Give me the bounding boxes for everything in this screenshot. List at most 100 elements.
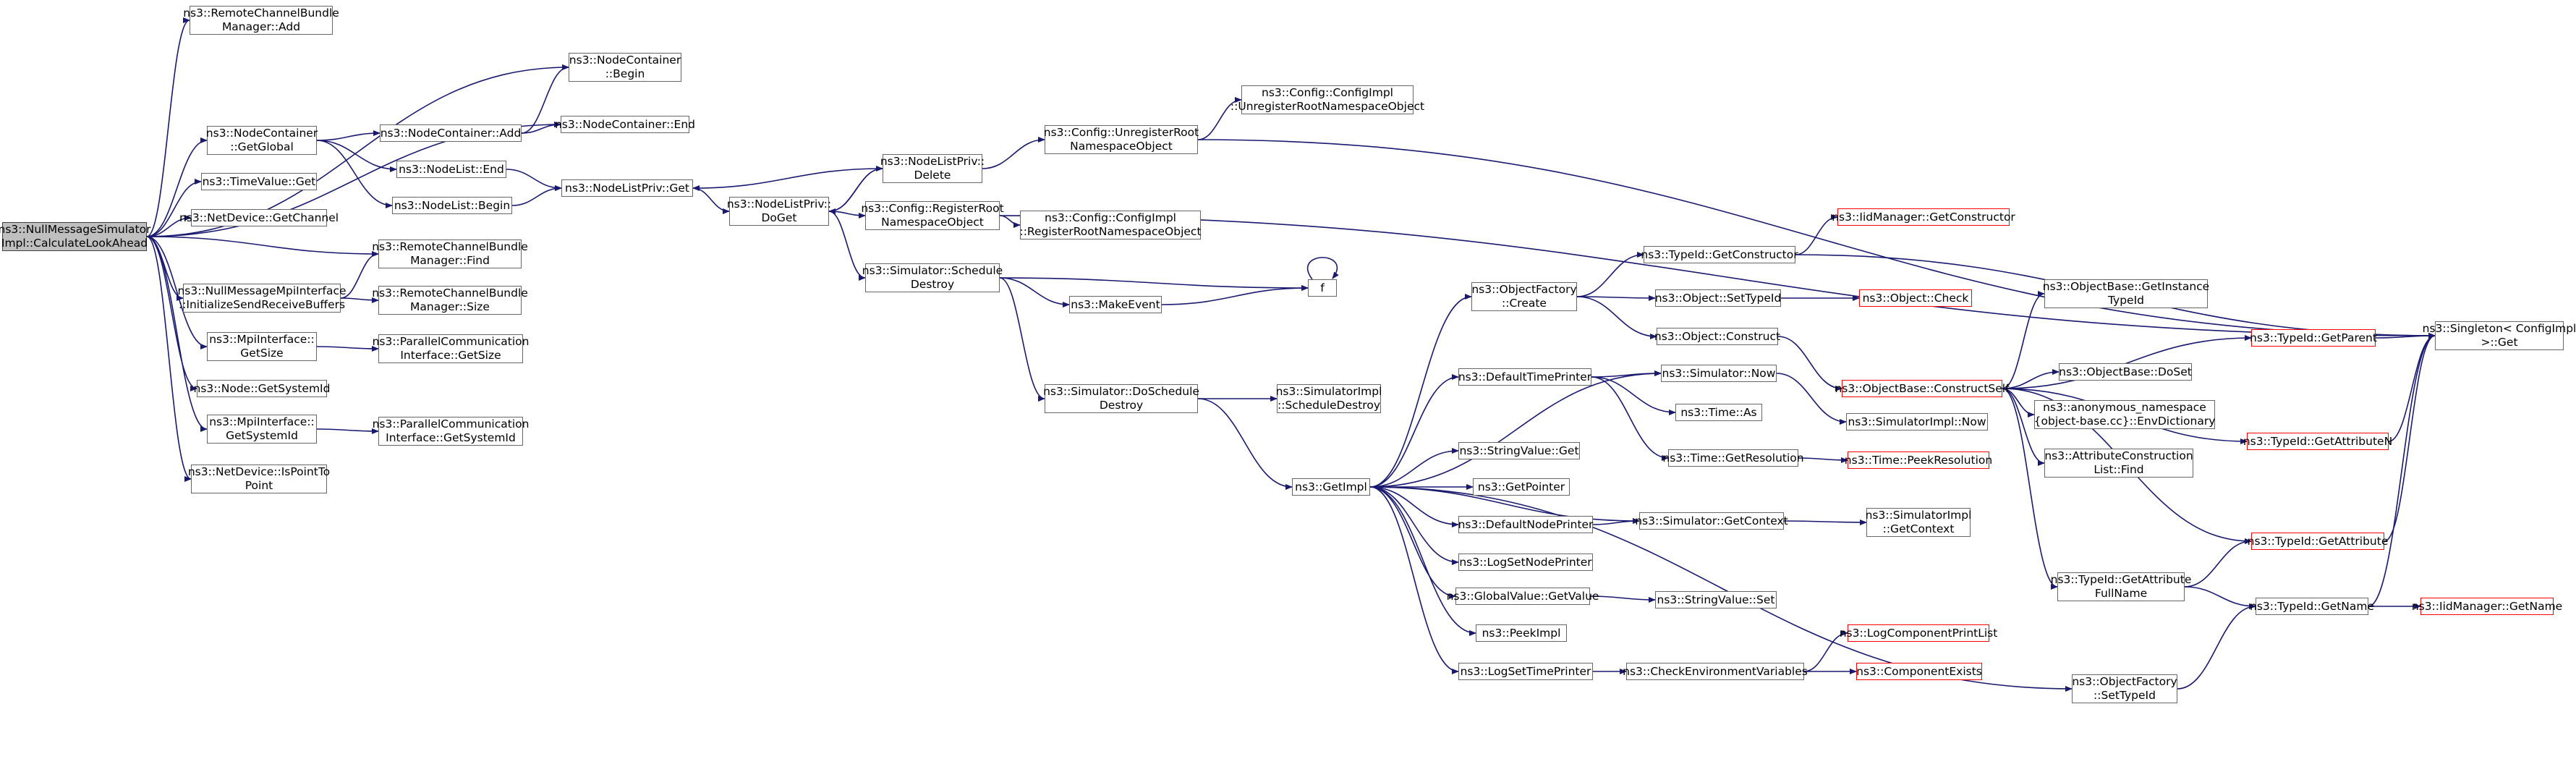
edge-nmmpi-init-to-rcb-find: [340, 251, 379, 299]
node-typeid-getattr[interactable]: ns3::TypeId::GetAttribute: [2248, 533, 2388, 550]
edge-objbase-constructself-to-typeid-getattrfullname: [2002, 388, 2058, 590]
node-defaultnodeprinter[interactable]: ns3::DefaultNodePrinter: [1458, 516, 1593, 533]
node-logsetnodeprinter[interactable]: ns3::LogSetNodePrinter: [1458, 554, 1593, 571]
edge-time-getres-to-time-peekres: [1798, 457, 1848, 463]
edge-defaultnodeprinter-to-sim-getcontext: [1592, 518, 1640, 525]
edge-defaulttimeprinter-to-sim-now: [1591, 370, 1662, 378]
node-nlp-delete[interactable]: ns3::NodeListPriv:: Delete: [880, 154, 985, 183]
node-getimpl[interactable]: ns3::GetImpl: [1292, 478, 1370, 496]
node-typeid-getctor[interactable]: ns3::TypeId::GetConstructor: [1641, 246, 1798, 263]
node-nl-end[interactable]: ns3::NodeList::End: [396, 161, 506, 178]
node-attrconst-find[interactable]: ns3::AttributeConstruction List::Find: [2044, 449, 2193, 478]
node-stringvalue-set[interactable]: ns3::StringValue::Set: [1655, 591, 1777, 609]
node-sim-sched-destroy[interactable]: ns3::Simulator::Schedule Destroy: [862, 263, 1003, 292]
node-object-check[interactable]: ns3::Object::Check: [1859, 289, 1972, 307]
node-nc-end[interactable]: ns3::NodeContainer::End: [555, 116, 695, 133]
node-objfactory-settypeid[interactable]: ns3::ObjectFactory ::SetTypeId: [2072, 674, 2177, 703]
node-nc-begin[interactable]: ns3::NodeContainer ::Begin: [569, 53, 681, 82]
edge-objbase-constructself-to-objbase-getinsttypeid: [2002, 291, 2045, 389]
node-objfactory-create[interactable]: ns3::ObjectFactory ::Create: [1471, 282, 1577, 311]
node-root: ns3::NullMessageSimulator Impl::Calculat…: [0, 222, 151, 251]
edge-nlp-delete-to-nlp-get: [692, 168, 883, 191]
node-object-settypeid[interactable]: ns3::Object::SetTypeId: [1655, 289, 1781, 307]
node-checkenv[interactable]: ns3::CheckEnvironmentVariables: [1623, 663, 1808, 680]
edge-sim-getcontext-to-simimpl-getcontext: [1783, 519, 1867, 525]
node-pci-getsysid[interactable]: ns3::ParallelCommunication Interface::Ge…: [372, 417, 530, 446]
node-netdev-getchannel[interactable]: ns3::NetDevice::GetChannel: [179, 209, 339, 226]
node-sim-getcontext[interactable]: ns3::Simulator::GetContext: [1635, 512, 1788, 530]
node-sim-dosched-destroy[interactable]: ns3::Simulator::DoSchedule Destroy: [1043, 384, 1199, 413]
edge-defaulttimeprinter-to-time-as: [1591, 376, 1676, 415]
node-logcompprintlist[interactable]: ns3::LogComponentPrintList: [1840, 624, 1997, 642]
edge-nc-getglobal-to-nl-begin: [316, 140, 393, 208]
node-makeevent[interactable]: ns3::MakeEvent: [1069, 296, 1162, 313]
node-objbase-constructself[interactable]: ns3::ObjectBase::ConstructSelf: [1835, 380, 2010, 397]
node-nc-add[interactable]: ns3::NodeContainer::Add: [380, 124, 522, 142]
node-simimpl-now[interactable]: ns3::SimulatorImpl::Now: [1846, 413, 1988, 431]
node-pci-getsize[interactable]: ns3::ParallelCommunication Interface::Ge…: [372, 334, 530, 363]
edge-root-to-nc-getglobal: [146, 137, 208, 237]
edge-sim-now-to-simimpl-now: [1776, 373, 1847, 425]
node-f[interactable]: f: [1308, 279, 1337, 297]
edge-getimpl-to-logsettimeprinter: [1369, 486, 1459, 674]
edge-mpi-getsize-to-pci-getsize: [316, 345, 379, 352]
node-cfgimpl-unreg[interactable]: ns3::Config::ConfigImpl ::UnregisterRoot…: [1230, 85, 1425, 114]
node-peekimpl[interactable]: ns3::PeekImpl: [1476, 624, 1567, 642]
node-node-getsysid[interactable]: ns3::Node::GetSystemId: [194, 380, 330, 397]
edge-objfactory-create-to-object-settypeid: [1576, 294, 1656, 301]
edge-getimpl-to-objfactory-create: [1369, 294, 1472, 488]
node-mpi-getsize[interactable]: ns3::MpiInterface:: GetSize: [207, 332, 317, 361]
edge-nlp-delete-to-nlp-doget: [828, 168, 883, 214]
node-cfg-unreg[interactable]: ns3::Config::UnregisterRoot NamespaceObj…: [1043, 125, 1199, 154]
node-typeid-getparent[interactable]: ns3::TypeId::GetParent: [2250, 329, 2377, 347]
node-typeid-getattrfullname[interactable]: ns3::TypeId::GetAttribute FullName: [2050, 572, 2192, 601]
edge-nl-end-to-nlp-get: [506, 169, 562, 191]
node-rcb-add[interactable]: ns3::RemoteChannelBundle Manager::Add: [183, 6, 339, 35]
node-getpointer[interactable]: ns3::GetPointer: [1473, 478, 1570, 496]
edge-defaulttimeprinter-to-time-getres: [1591, 376, 1669, 461]
node-rcb-find[interactable]: ns3::RemoteChannelBundle Manager::Find: [372, 239, 528, 268]
edge-root-to-nc-begin: [146, 64, 569, 237]
edge-getimpl-to-defaulttimeprinter: [1369, 374, 1459, 488]
node-anon-envdict[interactable]: ns3::anonymous_namespace {object-base.cc…: [2033, 400, 2216, 429]
edge-nc-add-to-nc-end: [521, 122, 561, 134]
node-stringvalue-get[interactable]: ns3::StringValue::Get: [1458, 442, 1580, 459]
edge-objfactory-create-to-object-construct: [1576, 296, 1657, 339]
node-mpi-getsysid[interactable]: ns3::MpiInterface:: GetSystemId: [207, 415, 317, 444]
node-netdev-ispp[interactable]: ns3::NetDevice::IsPointTo Point: [187, 465, 331, 493]
node-rcb-size[interactable]: ns3::RemoteChannelBundle Manager::Size: [372, 286, 528, 315]
node-cfgimpl-reg[interactable]: ns3::Config::ConfigImpl ::RegisterRootNa…: [1019, 211, 1202, 239]
node-logsettimeprinter[interactable]: ns3::LogSetTimePrinter: [1458, 663, 1593, 680]
edge-getimpl-to-sim-now: [1369, 370, 1662, 488]
node-iidmgr-getname[interactable]: ns3::IidManager::GetName: [2412, 598, 2562, 615]
edge-getimpl-to-defaultnodeprinter: [1369, 486, 1459, 527]
node-objbase-doset[interactable]: ns3::ObjectBase::DoSet: [2059, 363, 2192, 381]
node-object-construct[interactable]: ns3::Object::Construct: [1654, 328, 1780, 345]
node-nlp-doget[interactable]: ns3::NodeListPriv:: DoGet: [726, 197, 832, 226]
node-compexists[interactable]: ns3::ComponentExists: [1856, 663, 1982, 680]
node-globalvalue-getvalue[interactable]: ns3::GlobalValue::GetValue: [1447, 588, 1599, 605]
node-defaulttimeprinter[interactable]: ns3::DefaultTimePrinter: [1458, 368, 1591, 386]
node-sim-now[interactable]: ns3::Simulator::Now: [1661, 365, 1777, 382]
edge-sim-sched-destroy-to-f: [999, 277, 1309, 291]
edge-getimpl-to-stringvalue-get: [1369, 448, 1459, 488]
node-cfg-reg[interactable]: ns3::Config::RegisterRoot NamespaceObjec…: [861, 201, 1004, 230]
node-nlp-get[interactable]: ns3::NodeListPriv::Get: [561, 179, 693, 197]
edge-mpi-getsysid-to-pci-getsysid: [316, 428, 379, 434]
node-nmmpi-init[interactable]: ns3::NullMessageMpiInterface ::Initializ…: [177, 284, 347, 313]
node-time-getres[interactable]: ns3::Time::GetResolution: [1662, 449, 1804, 467]
node-simimpl-getcontext[interactable]: ns3::SimulatorImpl ::GetContext: [1865, 508, 1972, 537]
node-timevalue-get[interactable]: ns3::TimeValue::Get: [201, 173, 317, 190]
node-objbase-getinsttypeid[interactable]: ns3::ObjectBase::GetInstance TypeId: [2042, 279, 2210, 308]
node-time-as[interactable]: ns3::Time::As: [1675, 404, 1762, 421]
node-nc-getglobal[interactable]: ns3::NodeContainer ::GetGlobal: [205, 126, 318, 155]
node-typeid-getattrn[interactable]: ns3::TypeId::GetAttributeN: [2243, 433, 2392, 450]
node-singleton-get[interactable]: ns3::Singleton< ConfigImpl >::Get: [2422, 321, 2576, 350]
edge-objfactory-settypeid-to-typeid-getname: [2177, 603, 2256, 690]
node-typeid-getname[interactable]: ns3::TypeId::GetName: [2250, 598, 2374, 615]
node-nl-begin[interactable]: ns3::NodeList::Begin: [392, 197, 512, 214]
node-simimpl-sched-destroy[interactable]: ns3::SimulatorImpl ::ScheduleDestroy: [1275, 384, 1382, 413]
node-iidmgr-getctor[interactable]: ns3::IidManager::GetConstructor: [1832, 208, 2015, 226]
node-time-peekres[interactable]: ns3::Time::PeekResolution: [1845, 451, 1992, 469]
